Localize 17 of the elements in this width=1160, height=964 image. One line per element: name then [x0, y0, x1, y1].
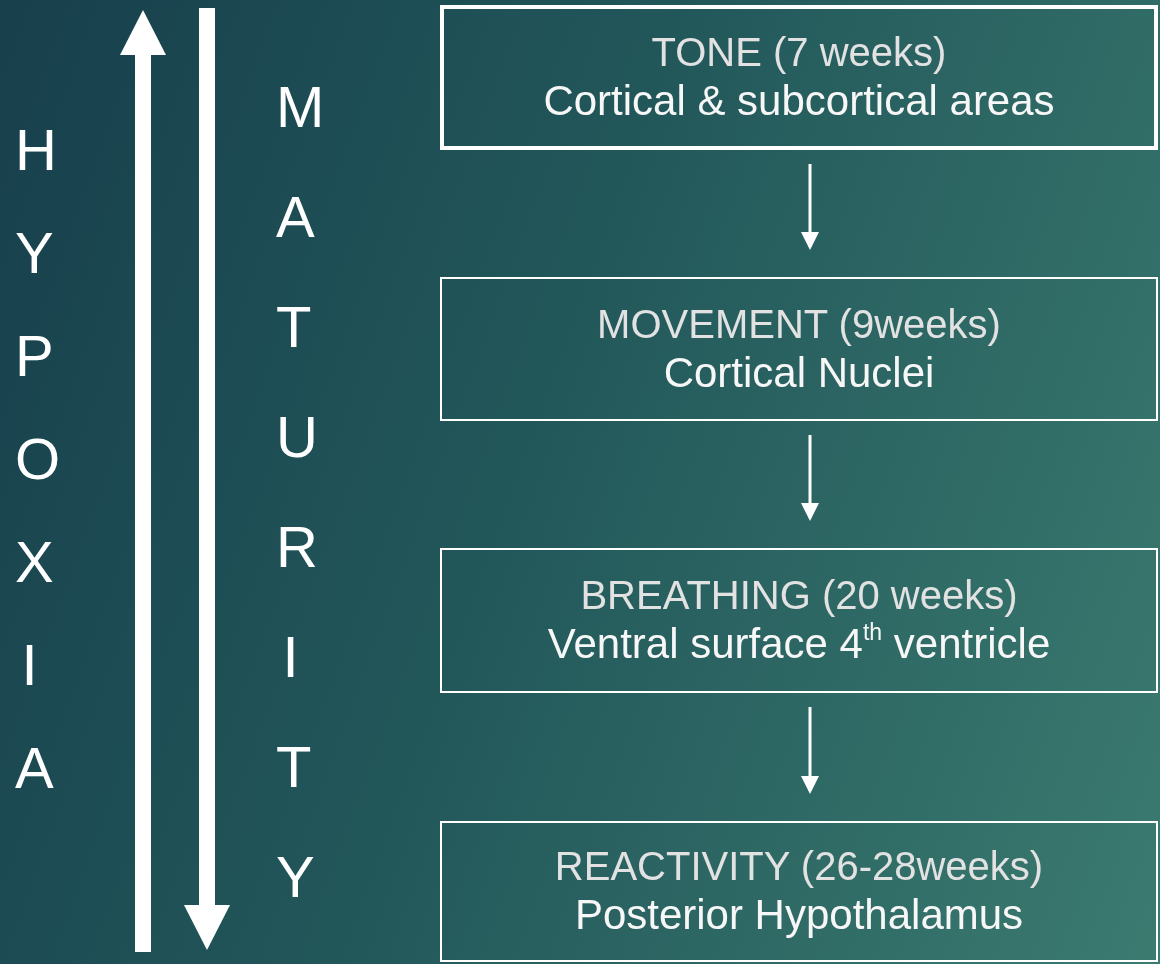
brain-region-text: Cortical Nuclei	[663, 347, 935, 398]
arrow	[801, 707, 819, 794]
stage-title: TONE (7 weeks)	[651, 29, 947, 77]
arrow	[801, 164, 819, 250]
vertical-label: MATURITY	[275, 73, 334, 911]
stage-title: BREATHING (20 weeks)	[580, 572, 1018, 620]
stage-box	[440, 548, 1158, 693]
stage-title: MOVEMENT (9weeks)	[597, 300, 1001, 348]
brain-region-text: Ventral surface 4$^{th}$ ventricle	[547, 619, 1051, 670]
brain-region-text: Posterior Hypothalamus	[574, 890, 1024, 941]
vertical-label: HYPOXIA	[14, 116, 73, 802]
arrow	[801, 435, 819, 521]
stage-box	[440, 277, 1158, 421]
stage-box	[440, 5, 1158, 150]
brain-region-text: Cortical & subcortical areas	[543, 76, 1055, 127]
stage-box	[440, 821, 1158, 962]
stage-title: REACTIVITY (26-28weeks)	[554, 843, 1044, 891]
